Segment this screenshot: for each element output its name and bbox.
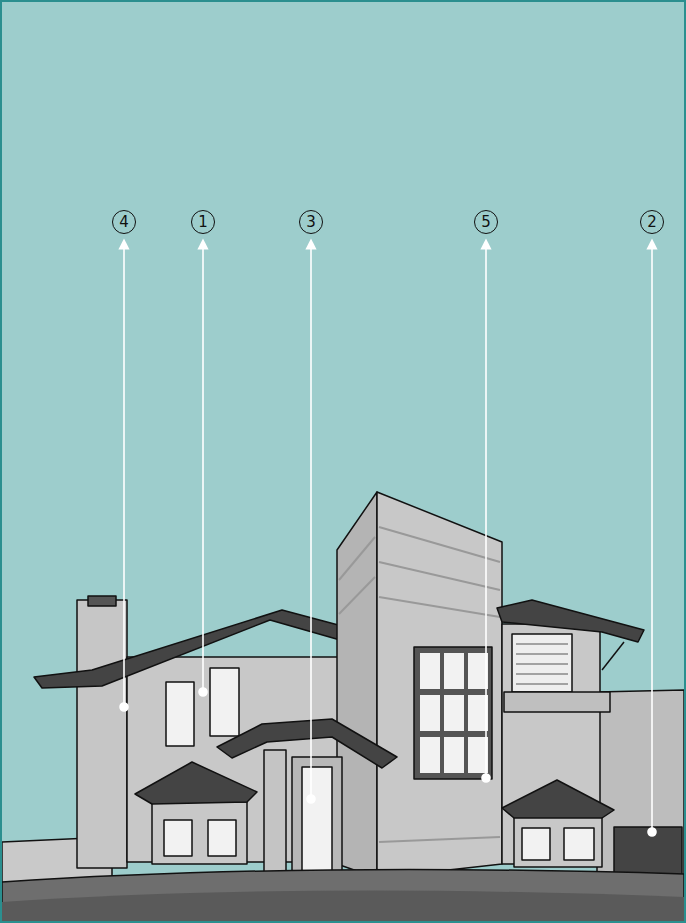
- leader-dot: [120, 703, 128, 711]
- leader-line: [485, 244, 487, 778]
- slat: [516, 683, 568, 685]
- slat: [516, 663, 568, 665]
- right-bay: [514, 817, 602, 867]
- house: [2, 492, 684, 921]
- window: [210, 668, 239, 736]
- left-bay: [152, 802, 247, 864]
- leader-line: [310, 244, 312, 799]
- band: [379, 527, 500, 562]
- slat: [516, 643, 568, 645]
- pane: [420, 737, 440, 773]
- callout-number: 5: [474, 210, 498, 234]
- leader-line: [202, 244, 204, 692]
- left-roof: [34, 610, 357, 688]
- tower-bands: [339, 527, 500, 842]
- band: [339, 577, 375, 614]
- porch-pillar: [264, 750, 286, 878]
- band: [339, 537, 375, 580]
- roof-brace: [602, 642, 624, 670]
- tower-front: [377, 492, 502, 878]
- band: [379, 837, 500, 842]
- pane: [468, 737, 488, 773]
- pane: [468, 695, 488, 731]
- balcony-ledge: [504, 692, 610, 712]
- big-window-frame: [414, 647, 492, 779]
- garage-door: [614, 827, 682, 879]
- right-bay-roof: [502, 780, 614, 818]
- ground: [2, 870, 684, 922]
- callout-number: 3: [299, 210, 323, 234]
- pane: [420, 653, 440, 689]
- window: [164, 820, 192, 856]
- pane: [420, 695, 440, 731]
- pane: [444, 737, 464, 773]
- pane: [468, 653, 488, 689]
- vent: [512, 634, 572, 692]
- big-window-panes: [420, 653, 488, 773]
- chimney: [77, 600, 127, 868]
- window: [208, 820, 236, 856]
- leader-dot: [648, 828, 656, 836]
- leader-line: [123, 244, 125, 707]
- leader-lines: [120, 244, 656, 836]
- front-door: [302, 767, 332, 872]
- chimney-cap: [88, 596, 116, 606]
- pane: [444, 653, 464, 689]
- window: [564, 828, 594, 860]
- slat: [516, 653, 568, 655]
- window: [166, 682, 194, 746]
- left-bay-roof: [135, 762, 257, 804]
- band: [379, 562, 500, 590]
- back-wall: [597, 690, 684, 882]
- leader-dot: [199, 688, 207, 696]
- ground-shade: [2, 891, 684, 921]
- leader-dot: [482, 774, 490, 782]
- slat: [516, 673, 568, 675]
- porch-roof: [217, 719, 397, 768]
- vent-slats: [516, 644, 568, 684]
- leader-dot: [307, 795, 315, 803]
- tower-side: [337, 492, 377, 878]
- entry-recess: [292, 757, 342, 875]
- callout-number: 1: [191, 210, 215, 234]
- callout-number: 4: [112, 210, 136, 234]
- callout-number: 2: [640, 210, 664, 234]
- window: [522, 828, 550, 860]
- pane: [444, 695, 464, 731]
- band: [379, 597, 500, 617]
- leader-line: [651, 244, 653, 832]
